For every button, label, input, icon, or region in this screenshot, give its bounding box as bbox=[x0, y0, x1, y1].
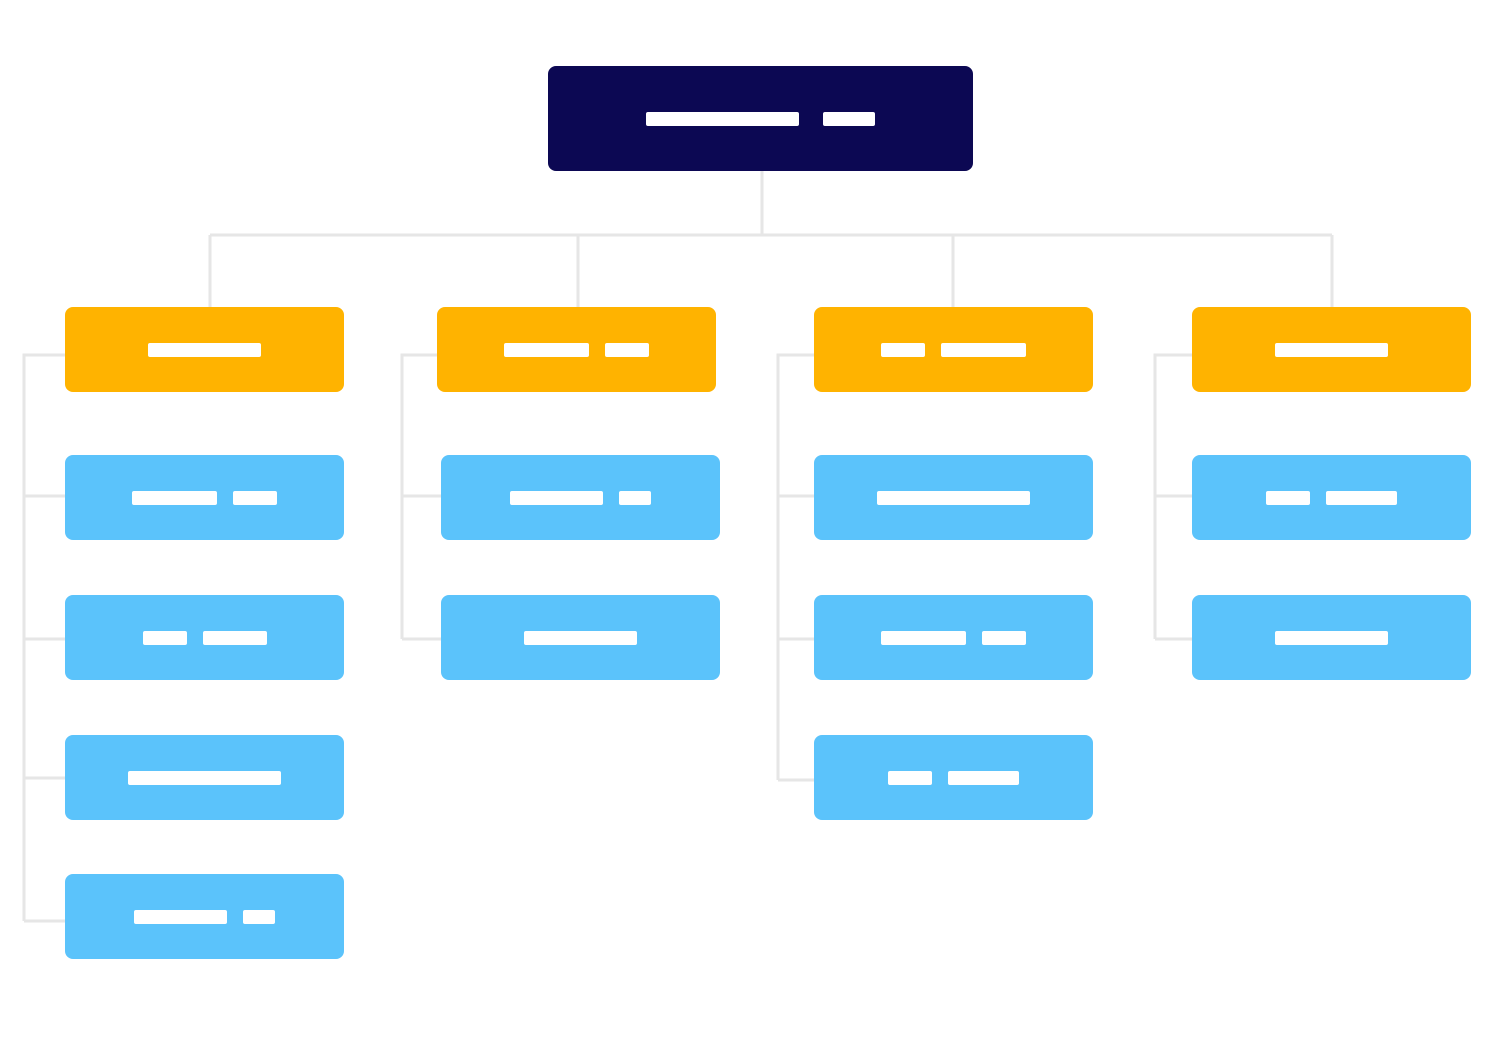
connector-root-bus bbox=[208, 171, 1334, 307]
node-label-placeholder bbox=[877, 490, 1030, 505]
org-node-department-3[interactable] bbox=[814, 307, 1093, 392]
node-label-placeholder bbox=[243, 909, 275, 924]
node-label-placeholder bbox=[148, 342, 261, 357]
node-label-placeholder bbox=[128, 770, 281, 785]
node-label-placeholder bbox=[504, 342, 589, 357]
org-node-team-2-2[interactable] bbox=[441, 595, 720, 680]
connector-dept-4 bbox=[1153, 353, 1192, 641]
node-label-placeholder bbox=[619, 490, 651, 505]
node-label-placeholder bbox=[823, 111, 875, 126]
node-label-placeholder bbox=[982, 630, 1026, 645]
org-node-team-4-1[interactable] bbox=[1192, 455, 1471, 540]
connector-dept-1 bbox=[22, 353, 65, 923]
org-node-root[interactable] bbox=[548, 66, 973, 171]
node-label-placeholder bbox=[134, 909, 227, 924]
org-node-team-3-2[interactable] bbox=[814, 595, 1093, 680]
node-label-placeholder bbox=[1275, 630, 1388, 645]
org-node-department-4[interactable] bbox=[1192, 307, 1471, 392]
node-label-placeholder bbox=[202, 630, 267, 645]
node-label-placeholder bbox=[881, 342, 925, 357]
org-node-team-4-2[interactable] bbox=[1192, 595, 1471, 680]
node-label-placeholder bbox=[1326, 490, 1397, 505]
org-node-team-1-2[interactable] bbox=[65, 595, 344, 680]
node-label-placeholder bbox=[888, 770, 932, 785]
node-label-placeholder bbox=[142, 630, 187, 645]
org-node-team-3-1[interactable] bbox=[814, 455, 1093, 540]
org-node-team-1-1[interactable] bbox=[65, 455, 344, 540]
connector-dept-3 bbox=[776, 353, 814, 782]
org-node-department-1[interactable] bbox=[65, 307, 344, 392]
node-label-placeholder bbox=[646, 111, 799, 126]
org-node-team-2-1[interactable] bbox=[441, 455, 720, 540]
node-label-placeholder bbox=[941, 342, 1026, 357]
node-label-placeholder bbox=[605, 342, 649, 357]
org-node-team-1-3[interactable] bbox=[65, 735, 344, 820]
connector-dept-2 bbox=[400, 353, 441, 641]
org-node-team-1-4[interactable] bbox=[65, 874, 344, 959]
node-label-placeholder bbox=[132, 490, 217, 505]
node-label-placeholder bbox=[1275, 342, 1388, 357]
node-label-placeholder bbox=[1266, 490, 1310, 505]
node-label-placeholder bbox=[524, 630, 637, 645]
node-label-placeholder bbox=[948, 770, 1019, 785]
node-label-placeholder bbox=[881, 630, 966, 645]
org-node-team-3-3[interactable] bbox=[814, 735, 1093, 820]
node-label-placeholder bbox=[233, 490, 277, 505]
node-label-placeholder bbox=[510, 490, 603, 505]
org-node-department-2[interactable] bbox=[437, 307, 716, 392]
